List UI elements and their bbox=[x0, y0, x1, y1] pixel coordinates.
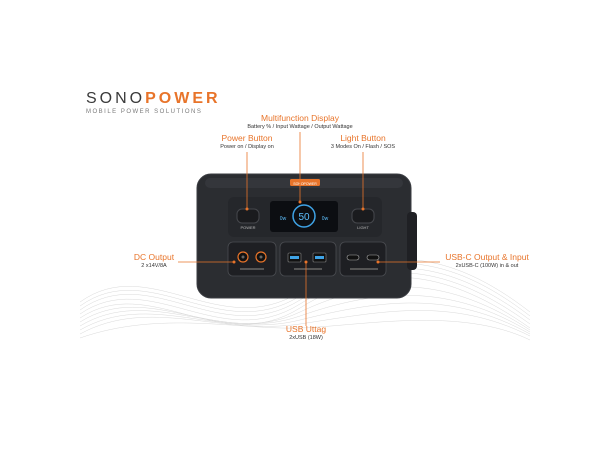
dc-output-subtitle: 2 x14V/8A bbox=[141, 263, 167, 269]
usb-c-panel bbox=[339, 241, 387, 277]
brand-logo: SONOPOWER MOBILE POWER SOLUTIONS bbox=[86, 90, 221, 115]
dc-output-panel bbox=[227, 241, 277, 277]
light-button-subtitle: 3 Modes On / Flash / SOS bbox=[330, 144, 396, 150]
power-button-subtitle: Power on / Display on bbox=[220, 144, 274, 150]
brand-name-part1: SONO bbox=[86, 90, 146, 107]
callout-power-button: Power Button Power on / Display on bbox=[197, 133, 297, 151]
light-button[interactable] bbox=[351, 208, 375, 224]
callout-dc-output: DC Output 2 x14V/8A bbox=[124, 252, 184, 270]
display-output-value: 0w bbox=[322, 216, 329, 222]
dc-output-title: DC Output bbox=[133, 252, 175, 262]
callout-light-button: Light Button 3 Modes On / Flash / SOS bbox=[313, 133, 413, 151]
light-button-label: LIGHT bbox=[357, 225, 369, 230]
power-button-title: Power Button bbox=[221, 133, 273, 143]
display-battery-value: 50 bbox=[298, 212, 310, 223]
battery-ring-icon bbox=[292, 204, 316, 228]
brand-name: SONOPOWER bbox=[86, 90, 221, 108]
light-button-title: Light Button bbox=[340, 133, 386, 143]
usb-c-port-1 bbox=[346, 254, 360, 261]
brand-tagline: MOBILE POWER SOLUTIONS bbox=[86, 109, 203, 115]
multifunction-subtitle: Battery % / Input Wattage / Output Watta… bbox=[247, 124, 353, 130]
device-logo-text: SONOPOWER bbox=[293, 182, 317, 186]
callout-multifunction-display: Multifunction Display Battery % / Input … bbox=[240, 113, 360, 131]
callout-usb-c: USB-C Output & Input 2xUSB-C (100W) in &… bbox=[432, 252, 542, 270]
usb-c-port-2 bbox=[366, 254, 380, 261]
callout-usb: USB Uttag 2xUSB (18W) bbox=[266, 324, 346, 342]
multifunction-display bbox=[270, 201, 338, 232]
usb-c-title: USB-C Output & Input bbox=[445, 252, 529, 262]
brand-name-part2: POWER bbox=[145, 90, 221, 107]
power-button[interactable] bbox=[236, 208, 260, 224]
usb-subtitle: 2xUSB (18W) bbox=[289, 335, 323, 341]
power-button-label: POWER bbox=[240, 225, 255, 230]
usb-panel bbox=[279, 241, 337, 277]
logo-strip bbox=[290, 179, 320, 186]
usb-title: USB Uttag bbox=[285, 324, 327, 334]
usb-c-subtitle: 2xUSB-C (100W) in & out bbox=[455, 263, 519, 269]
display-input-value: 0w bbox=[280, 216, 287, 222]
multifunction-title: Multifunction Display bbox=[261, 113, 339, 123]
